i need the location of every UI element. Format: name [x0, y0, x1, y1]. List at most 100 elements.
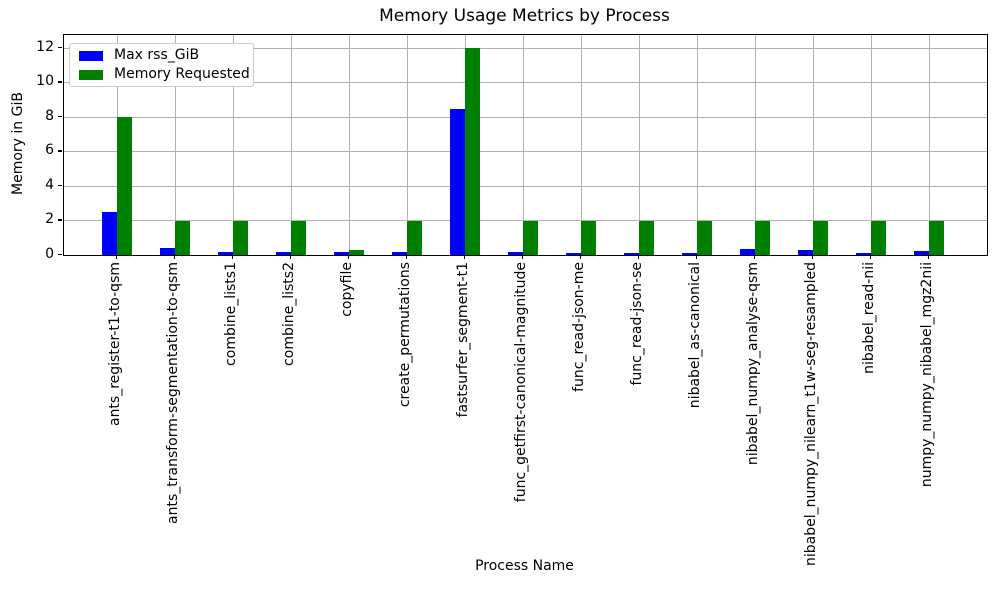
legend: Max rss_GiB Memory Requested — [69, 43, 254, 87]
y-gridline — [64, 220, 987, 222]
x-tick-label: copyfile — [338, 262, 355, 317]
y-gridline — [64, 116, 987, 118]
x-tick-label: numpy_numpy_nibabel_mgz2nii — [918, 262, 935, 488]
x-tick-mark — [753, 255, 755, 259]
bar-max-rss — [449, 109, 465, 255]
bar-max-rss — [739, 248, 755, 255]
x-tick-mark — [579, 255, 581, 259]
x-tick-mark — [115, 255, 117, 259]
x-tick-label: nibabel_numpy_analyse-qsm — [744, 262, 761, 466]
y-tick-label: 8 — [45, 107, 54, 124]
x-gridline — [696, 35, 698, 255]
x-tick-mark — [231, 255, 233, 259]
bar-memory-requested — [406, 221, 422, 255]
bar-memory-requested — [464, 47, 480, 255]
x-tick-label: create_permutations — [396, 262, 413, 408]
legend-swatch-memory-requested — [79, 69, 103, 80]
bar-memory-requested — [696, 221, 712, 255]
x-tick-mark — [695, 255, 697, 259]
bar-max-rss — [855, 252, 871, 255]
bar-max-rss — [507, 252, 523, 255]
x-tick-label: func_read-json-me — [570, 262, 587, 392]
y-tick-label: 12 — [36, 38, 54, 55]
x-tick-label: nibabel_read-nii — [860, 262, 877, 374]
legend-item-memory-requested: Memory Requested — [79, 67, 253, 82]
x-tick-label: func_getfirst-canonical-magnitude — [512, 262, 529, 503]
y-tick-mark — [58, 219, 62, 221]
y-tick-mark — [58, 46, 62, 49]
bar-max-rss — [913, 251, 929, 255]
y-tick-label: 10 — [36, 73, 54, 90]
bar-memory-requested — [812, 221, 828, 255]
bar-max-rss — [797, 249, 813, 255]
x-tick-label: nibabel_as-canonical — [686, 262, 703, 409]
x-gridline — [580, 35, 582, 255]
x-axis-label: Process Name — [475, 558, 574, 574]
x-tick-label: combine_lists2 — [280, 262, 297, 366]
x-gridline — [638, 35, 640, 255]
bar-memory-requested — [116, 116, 132, 255]
x-tick-label: func_read-json-se — [628, 262, 645, 386]
x-tick-mark — [869, 255, 871, 259]
x-tick-label: ants_register-t1-to-qsm — [106, 262, 123, 427]
bar-memory-requested — [870, 221, 886, 255]
y-tick-label: 0 — [45, 246, 54, 262]
x-gridline — [232, 35, 234, 255]
bar-max-rss — [623, 252, 639, 255]
x-gridline — [754, 35, 756, 255]
chart-title: Memory Usage Metrics by Process — [379, 6, 670, 26]
legend-label-max-rss: Max rss_GiB — [114, 47, 200, 63]
x-tick-mark — [347, 255, 349, 259]
bar-memory-requested — [928, 221, 944, 255]
y-tick-mark — [58, 150, 62, 152]
bar-max-rss — [681, 252, 697, 255]
bar-memory-requested — [232, 221, 248, 255]
x-gridline — [348, 35, 350, 255]
x-gridline — [928, 35, 930, 255]
y-tick-mark — [58, 81, 62, 83]
x-tick-mark — [927, 255, 929, 259]
x-tick-label: combine_lists1 — [222, 262, 239, 366]
x-gridline — [290, 35, 292, 255]
y-tick-label: 4 — [45, 176, 54, 193]
x-gridline — [174, 35, 176, 255]
legend-swatch-max-rss — [79, 50, 103, 61]
bar-memory-requested — [290, 221, 306, 255]
x-tick-mark — [405, 255, 407, 259]
x-tick-mark — [811, 255, 813, 259]
bar-memory-requested — [522, 221, 538, 255]
y-tick-mark — [58, 115, 62, 118]
x-tick-label: nibabel_numpy_nilearn_t1w-seg-resampled — [802, 262, 819, 566]
x-gridline — [522, 35, 524, 255]
bar-max-rss — [565, 252, 581, 255]
bar-memory-requested — [174, 221, 190, 255]
bar-memory-requested — [580, 221, 596, 255]
legend-item-max-rss: Max rss_GiB — [79, 48, 253, 63]
y-gridline — [64, 185, 987, 187]
y-gridline — [64, 151, 987, 153]
y-tick-label: 6 — [45, 142, 54, 159]
x-tick-mark — [463, 255, 465, 259]
y-tick-mark — [58, 184, 62, 187]
bar-max-rss — [101, 211, 117, 255]
bar-max-rss — [217, 252, 233, 255]
x-tick-mark — [289, 255, 291, 259]
y-gridline — [64, 47, 987, 49]
bar-max-rss — [159, 247, 175, 255]
y-gridline — [64, 82, 987, 84]
x-tick-mark — [173, 255, 175, 259]
x-tick-label: fastsurfer_segment-t1 — [454, 262, 471, 418]
bar-max-rss — [333, 252, 349, 255]
x-tick-mark — [521, 255, 523, 259]
legend-label-memory-requested: Memory Requested — [114, 66, 250, 82]
y-tick-mark — [58, 254, 62, 256]
x-gridline — [870, 35, 872, 255]
x-tick-mark — [637, 255, 639, 259]
x-tick-label: ants_transform-segmentation-to-qsm — [164, 262, 181, 524]
bar-max-rss — [391, 252, 407, 255]
bar-memory-requested — [348, 250, 364, 255]
plot-area — [63, 34, 988, 256]
y-tick-label: 2 — [45, 211, 54, 228]
x-gridline — [812, 35, 814, 255]
